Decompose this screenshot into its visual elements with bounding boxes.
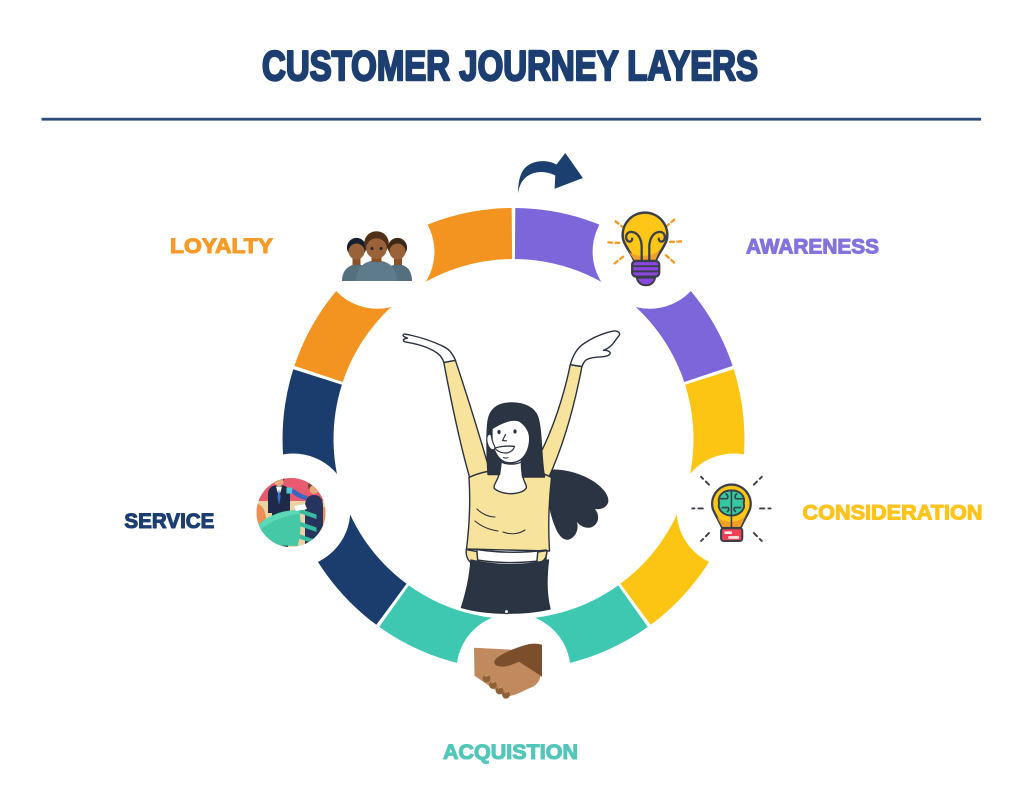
svg-text:AWARENESS: AWARENESS [746, 235, 879, 258]
svg-text:LOYALTY: LOYALTY [170, 235, 273, 258]
svg-text:ACQUISTION: ACQUISTION [443, 741, 578, 764]
svg-text:CONSIDERATION: CONSIDERATION [803, 501, 983, 524]
svg-text:SERVICE: SERVICE [124, 510, 214, 533]
svg-text:CUSTOMER JOURNEY LAYERS: CUSTOMER JOURNEY LAYERS [262, 42, 758, 89]
